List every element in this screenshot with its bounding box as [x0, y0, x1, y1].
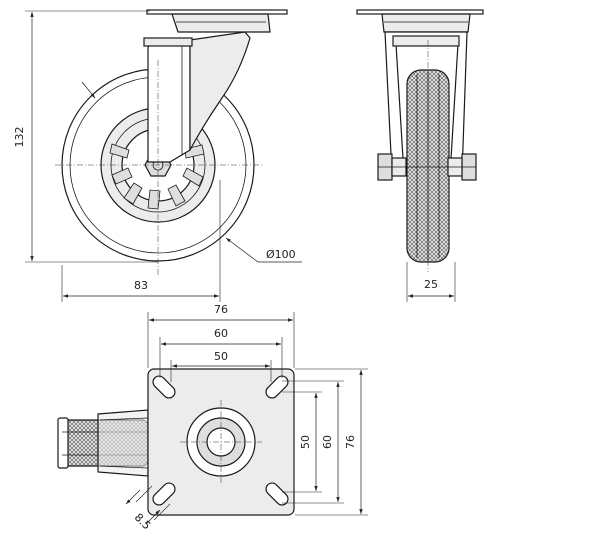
dim-holes-60: 60 [214, 327, 228, 340]
dim-holes-50-v: 50 [299, 435, 312, 449]
side-kingpin-bearing [171, 13, 271, 33]
dim-height-132: 132 [13, 127, 26, 148]
dim-plate-76-v: 76 [344, 435, 357, 449]
dim-holes-60-v: 60 [321, 435, 334, 449]
side-dimensions: 132 83 Ø100 [13, 10, 302, 302]
plan-view [57, 368, 295, 516]
dim-width-25: 25 [424, 278, 438, 291]
plan-dimensions-horizontal: 76 60 50 [147, 303, 295, 382]
plan-mounting-slots [152, 375, 289, 506]
front-view [356, 9, 484, 272]
dim-holes-50: 50 [214, 350, 228, 363]
side-fork-back [189, 31, 251, 151]
plan-dimensions-vertical: 76 60 50 [282, 368, 368, 516]
front-dimensions: 25 [406, 262, 456, 302]
side-fork-arm [147, 39, 191, 163]
side-view [55, 9, 288, 275]
dim-diameter-100: Ø100 [266, 248, 296, 261]
dim-offset-83: 83 [134, 279, 148, 292]
dim-plate-76: 76 [214, 303, 228, 316]
